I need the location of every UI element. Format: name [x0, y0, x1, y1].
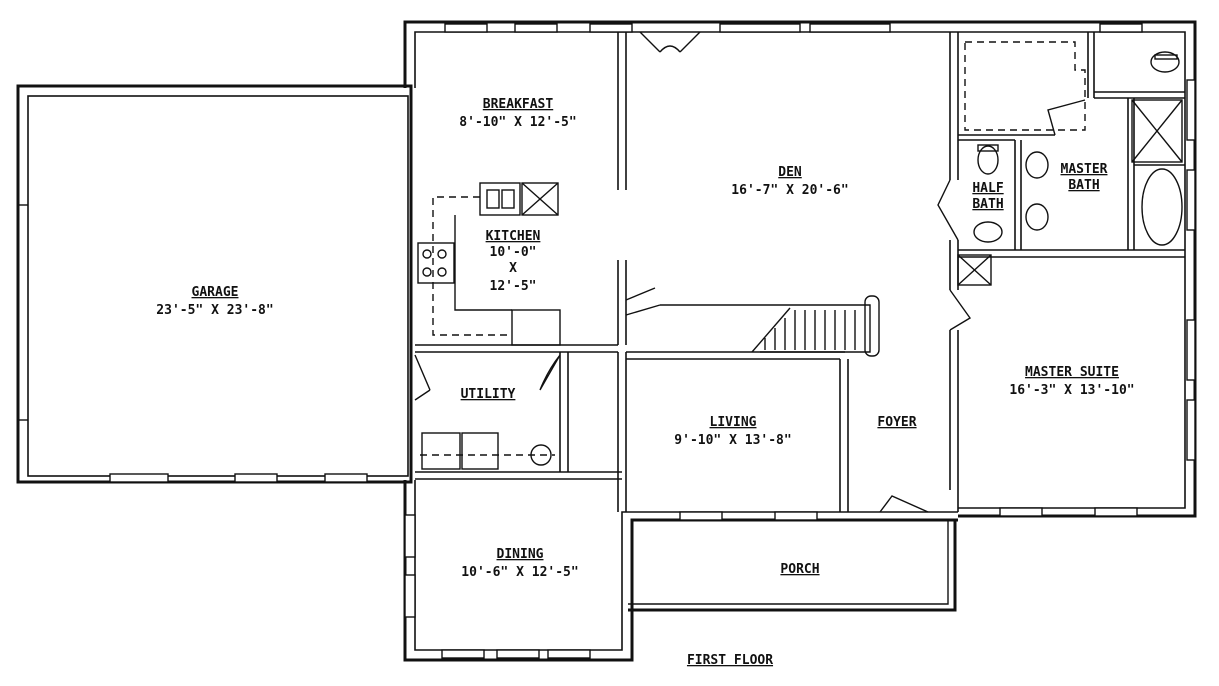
garage-size: 23'-5" X 23'-8" [156, 303, 273, 318]
foyer-label: FOYER [877, 415, 916, 430]
living-size: 9'-10" X 13'-8" [674, 433, 791, 448]
half-bath-label-line1: HALF [972, 181, 1003, 196]
breakfast-label: BREAKFAST [483, 97, 554, 112]
utility-label: UTILITY [461, 387, 516, 402]
master-bath-label-line1: MASTER [1061, 162, 1108, 177]
breakfast-size: 8'-10" X 12'-5" [459, 115, 576, 130]
dining-label: DINING [497, 547, 544, 562]
floor-title: FIRST FLOOR [687, 653, 773, 668]
dining-size: 10'-6" X 12'-5" [461, 565, 578, 580]
stairs [660, 295, 880, 357]
master-bath-label-line2: BATH [1068, 178, 1099, 193]
living-label: LIVING [710, 415, 757, 430]
kitchen-size-line2: X [509, 261, 517, 276]
doors [414, 31, 1086, 513]
garage-windows [109, 473, 368, 483]
garage-label: GARAGE [192, 285, 239, 300]
master-suite-label: MASTER SUITE [1025, 365, 1119, 380]
porch-label: PORCH [780, 562, 819, 577]
utility-fixtures [420, 432, 555, 470]
den-size: 16'-7" X 20'-6" [731, 183, 848, 198]
kitchen-size-line1: 10'-0" [490, 245, 537, 260]
interior-walls [415, 32, 1185, 612]
kitchen-fixtures [417, 182, 561, 346]
kitchen-size-line3: 12'-5" [490, 279, 537, 294]
garage-walls [16, 84, 413, 484]
house-windows [404, 23, 1196, 659]
master-suite-size: 16'-3" X 13'-10" [1009, 383, 1134, 398]
half-bath-label-line2: BATH [972, 197, 1003, 212]
bath-fixtures [957, 41, 1183, 286]
den-label: DEN [778, 165, 802, 180]
kitchen-label: KITCHEN [486, 229, 541, 244]
